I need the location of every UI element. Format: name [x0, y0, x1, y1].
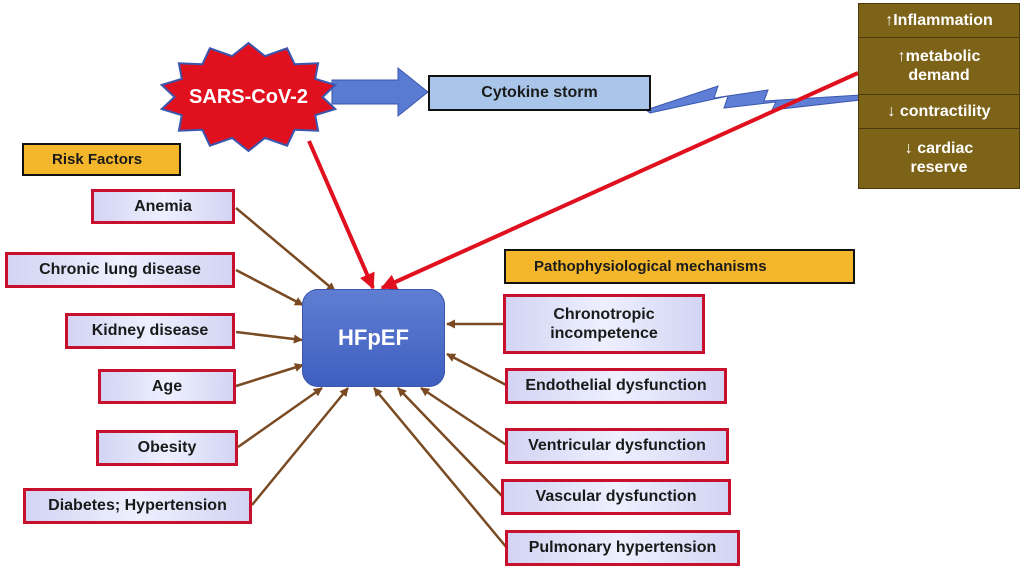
risk-factor-diabetes-hypertension: Diabetes; Hypertension	[23, 488, 252, 524]
lightning-bolt-icon	[644, 85, 861, 114]
mechanism-chronotropic-incompetence: Chronotropic incompetence	[503, 294, 705, 354]
risk-factor-anemia: Anemia	[91, 189, 235, 224]
sars-cov-2-starburst	[159, 41, 338, 153]
effect-inflammation: ↑Inflammation	[859, 4, 1019, 38]
obesity-arrow	[237, 386, 323, 449]
age-arrow	[235, 363, 304, 388]
sars-cov-2-label: SARS-CoV-2	[189, 85, 308, 108]
sars-to-hfpef-arrow	[307, 140, 375, 290]
kidney-arrow	[235, 330, 303, 344]
effect-metabolic-demand: ↑metabolic demand	[859, 38, 1019, 95]
sars-to-cytokine-arrow	[331, 66, 429, 118]
endothelial-arrow	[446, 352, 509, 388]
vascular-arrow	[397, 387, 504, 498]
cytokine-storm-box: Cytokine storm	[428, 75, 651, 111]
risk-factor-chronic-lung-disease: Chronic lung disease	[5, 252, 235, 288]
risk-factor-kidney-disease: Kidney disease	[65, 313, 235, 349]
risk-factors-header: Risk Factors	[22, 143, 181, 176]
effects-to-hfpef-arrow	[380, 71, 859, 290]
pulmonary-arrow	[373, 387, 508, 549]
cardiac-effects-panel: ↑Inflammation ↑metabolic demand ↓ contra…	[858, 3, 1020, 189]
effect-contractility: ↓ contractility	[859, 95, 1019, 129]
ventricular-arrow	[420, 386, 509, 448]
hfpef-box: HFpEF	[302, 289, 445, 387]
diabetes-arrow	[251, 387, 349, 506]
effect-cardiac-reserve: ↓ cardiac reserve	[904, 139, 974, 176]
risk-factor-obesity: Obesity	[96, 430, 238, 466]
mechanism-ventricular-dysfunction: Ventricular dysfunction	[505, 428, 729, 464]
anemia-arrow	[235, 207, 336, 292]
mechanism-pulmonary-hypertension: Pulmonary hypertension	[505, 530, 740, 566]
mechanism-vascular-dysfunction: Vascular dysfunction	[501, 479, 731, 515]
mechanism-endothelial-dysfunction: Endothelial dysfunction	[505, 368, 727, 404]
pathophysiological-mechanisms-header: Pathophysiological mechanisms	[504, 249, 855, 284]
risk-factor-age: Age	[98, 369, 236, 404]
chronic-lung-arrow	[235, 268, 304, 307]
